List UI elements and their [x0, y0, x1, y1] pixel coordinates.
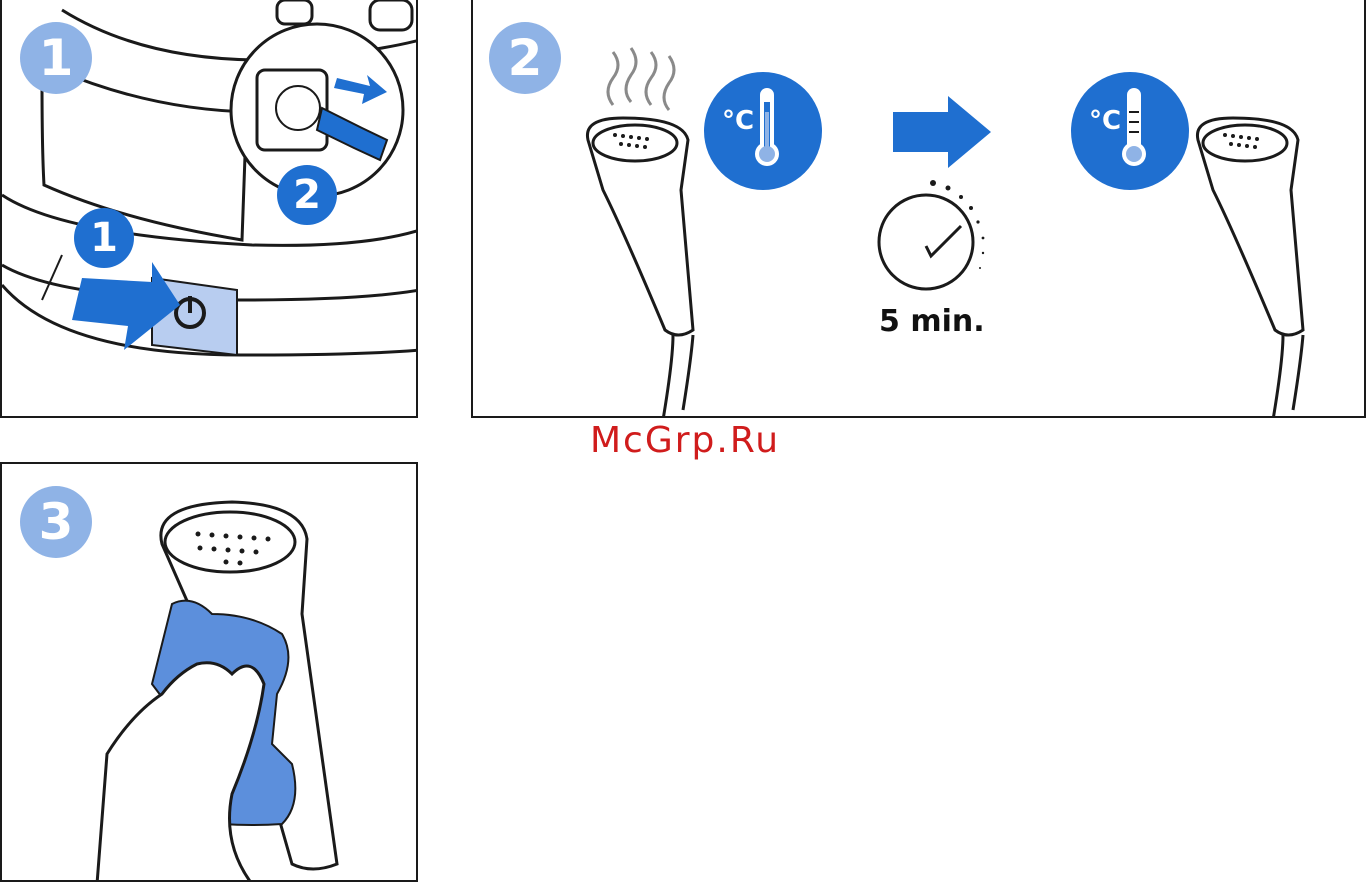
wait-time-label: 5 min. [879, 304, 985, 339]
timer-icon [879, 180, 984, 289]
hand-icon [97, 663, 264, 882]
steamer-cooling-illustration [473, 0, 1366, 418]
thermometer-icon [1071, 72, 1189, 190]
steam-icon [608, 48, 674, 110]
step-3-panel: 3 [0, 462, 418, 882]
step-1-badge: 1 [20, 22, 92, 94]
arrow-icon [893, 96, 991, 168]
step-2-panel: 2 °C °C 5 min. [471, 0, 1366, 418]
step-1-panel: 1 1 2 [0, 0, 418, 418]
step-2-badge: 2 [489, 22, 561, 94]
thermometer-icon [704, 72, 822, 190]
socket-icon [257, 70, 327, 150]
steamer-head-hot [587, 118, 693, 418]
cool-temperature-disc: °C [1071, 72, 1189, 190]
watermark-text: McGrp.Ru [590, 420, 780, 461]
step-3-badge: 3 [20, 486, 92, 558]
hot-temperature-disc: °C [704, 72, 822, 190]
sub-step-2-badge: 2 [277, 165, 337, 225]
steamer-head-cool [1197, 118, 1303, 418]
sub-step-1-badge: 1 [74, 208, 134, 268]
